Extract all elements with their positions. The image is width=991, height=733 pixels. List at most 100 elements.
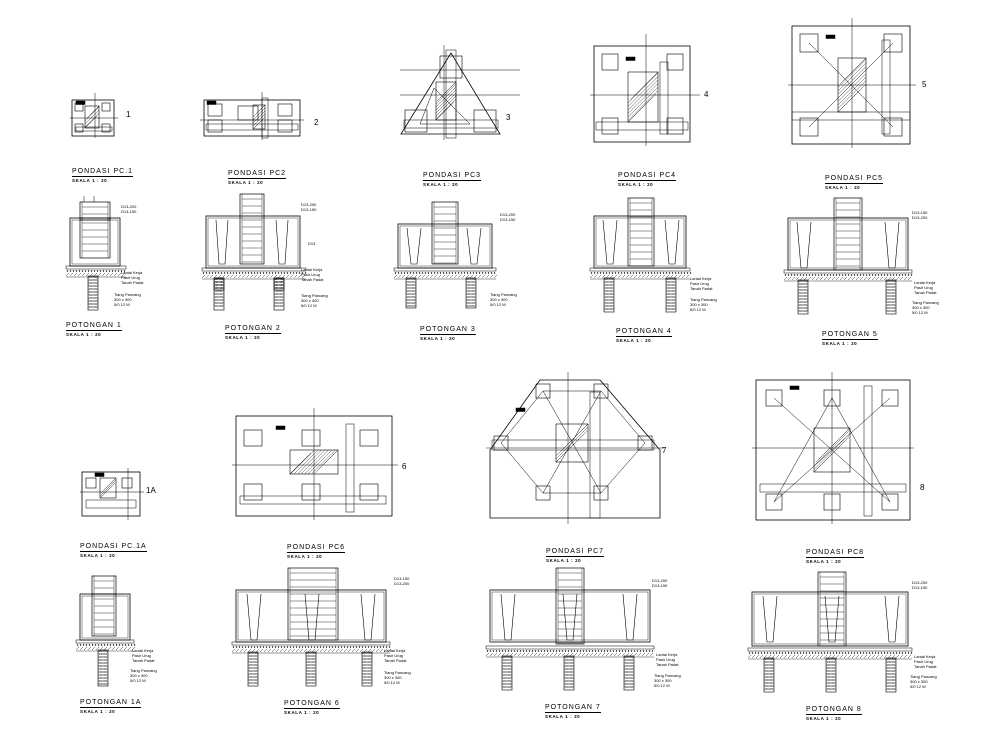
pasir-dot [124,644,127,646]
pasir-dot [820,274,823,276]
tanah-hatch [613,274,618,279]
tanah-hatch [851,654,856,659]
section-7 [485,567,655,691]
taper-rebar [466,227,482,265]
pasir-dot [205,272,208,274]
tanah-hatch [787,276,792,281]
pile-cap-section [397,223,493,269]
pile-hatch [97,682,109,686]
tanah-hatch [677,274,682,279]
plan-outline [203,99,301,137]
pile-hatch [87,296,99,300]
tanah-hatch [103,646,108,651]
pile-cap [101,123,111,133]
column-outline [431,201,459,265]
pile-outline [273,277,285,311]
column-outline [239,193,265,265]
soil-layer [65,265,127,278]
tanah-hatch [301,274,306,279]
pile-cap-section [69,217,121,267]
pasir-dot [88,644,91,646]
taper-rebar [796,221,812,269]
tanah-hatch [681,274,686,279]
pile [247,651,259,687]
pasir-dot [394,272,397,274]
tanah-hatch [907,276,912,281]
tanah-hatch [823,276,828,281]
rebar-band [345,423,355,513]
pile-hatch [305,681,317,685]
pile-hatch [213,292,225,296]
pasir-dot [647,272,650,274]
pile-hatch [465,283,477,287]
pasir-dot [775,652,778,654]
column [555,567,585,645]
label-tag [789,385,800,390]
tanah-hatch [569,652,574,657]
tanah-hatch [783,276,788,281]
callout-d13-200-s6: D13-200 [394,581,410,586]
rebar-band [445,49,457,139]
pasir-dot [481,272,484,274]
pile-hatch [305,660,317,664]
pasir-dot [590,272,593,274]
pasir-dot [265,646,268,648]
cap-rebar [237,591,385,641]
tanah-hatch [453,274,458,279]
pasir-dot [424,272,427,274]
pile-hatch [763,681,775,685]
pasir-dot [487,272,490,274]
tanah-hatch [375,648,380,653]
tanah-hatch [807,654,812,659]
pile-hatch [405,277,417,281]
pasir-dot [510,650,513,652]
pasir-dot [277,272,280,274]
plan-title-pc1a: PONDASI PC.1A [80,543,147,552]
section-scale-3: SKALA 1 : 20 [420,336,456,341]
callout-tiang-length-s1a: 5/0 12 M [130,678,146,683]
pile-hatch [213,289,225,293]
tanah-hatch [335,648,340,653]
pasir-dot [835,274,838,276]
callout-d13-200-s5: D13-200 [912,215,928,220]
pasir-dot [241,272,244,274]
pasir-dot [498,650,501,652]
pasir-dot [513,650,516,652]
pile-hatch [213,304,225,308]
pasir-dot [847,274,850,276]
pasir-dot [751,652,754,654]
tanah-hatch [323,648,328,653]
pile [825,657,837,693]
pasir-dot [304,646,307,648]
pasir-dot [100,644,103,646]
callout-tanah-padat: Tanah Padat [121,280,144,285]
pile-hatch [305,663,317,667]
tanah-hatch [565,652,570,657]
callout-d13-150-s2: D13-150 [301,207,317,212]
plan-scale-pc6: SKALA 1 : 20 [287,554,323,559]
lantai-kerja [393,267,497,272]
pasir-dot [766,652,769,654]
callout-lantai-kerja-s5: Lantai Kerja [914,280,936,285]
plan-pc8 [752,372,914,524]
pasir-dot [319,646,322,648]
pile-hatch [603,307,615,311]
tanah-hatch [75,646,80,651]
cap-rebar [789,219,907,269]
callout-tiang-size-s1a: 300 x 300 [130,673,148,678]
pasir-dot [484,272,487,274]
tanah-hatch [105,272,110,277]
plan-number-1a: 1A [146,486,156,495]
pile-hatch [87,287,99,291]
tanah-hatch [637,274,642,279]
pasir-dot [677,272,680,274]
tanah-hatch [493,652,498,657]
pasir-dot [784,274,787,276]
tanah-hatch [887,276,892,281]
pasir-dot [442,272,445,274]
column-outline [91,593,117,637]
tanah-hatch [489,274,494,279]
pile-hatch [885,660,897,664]
tanah-hatch [315,648,320,653]
